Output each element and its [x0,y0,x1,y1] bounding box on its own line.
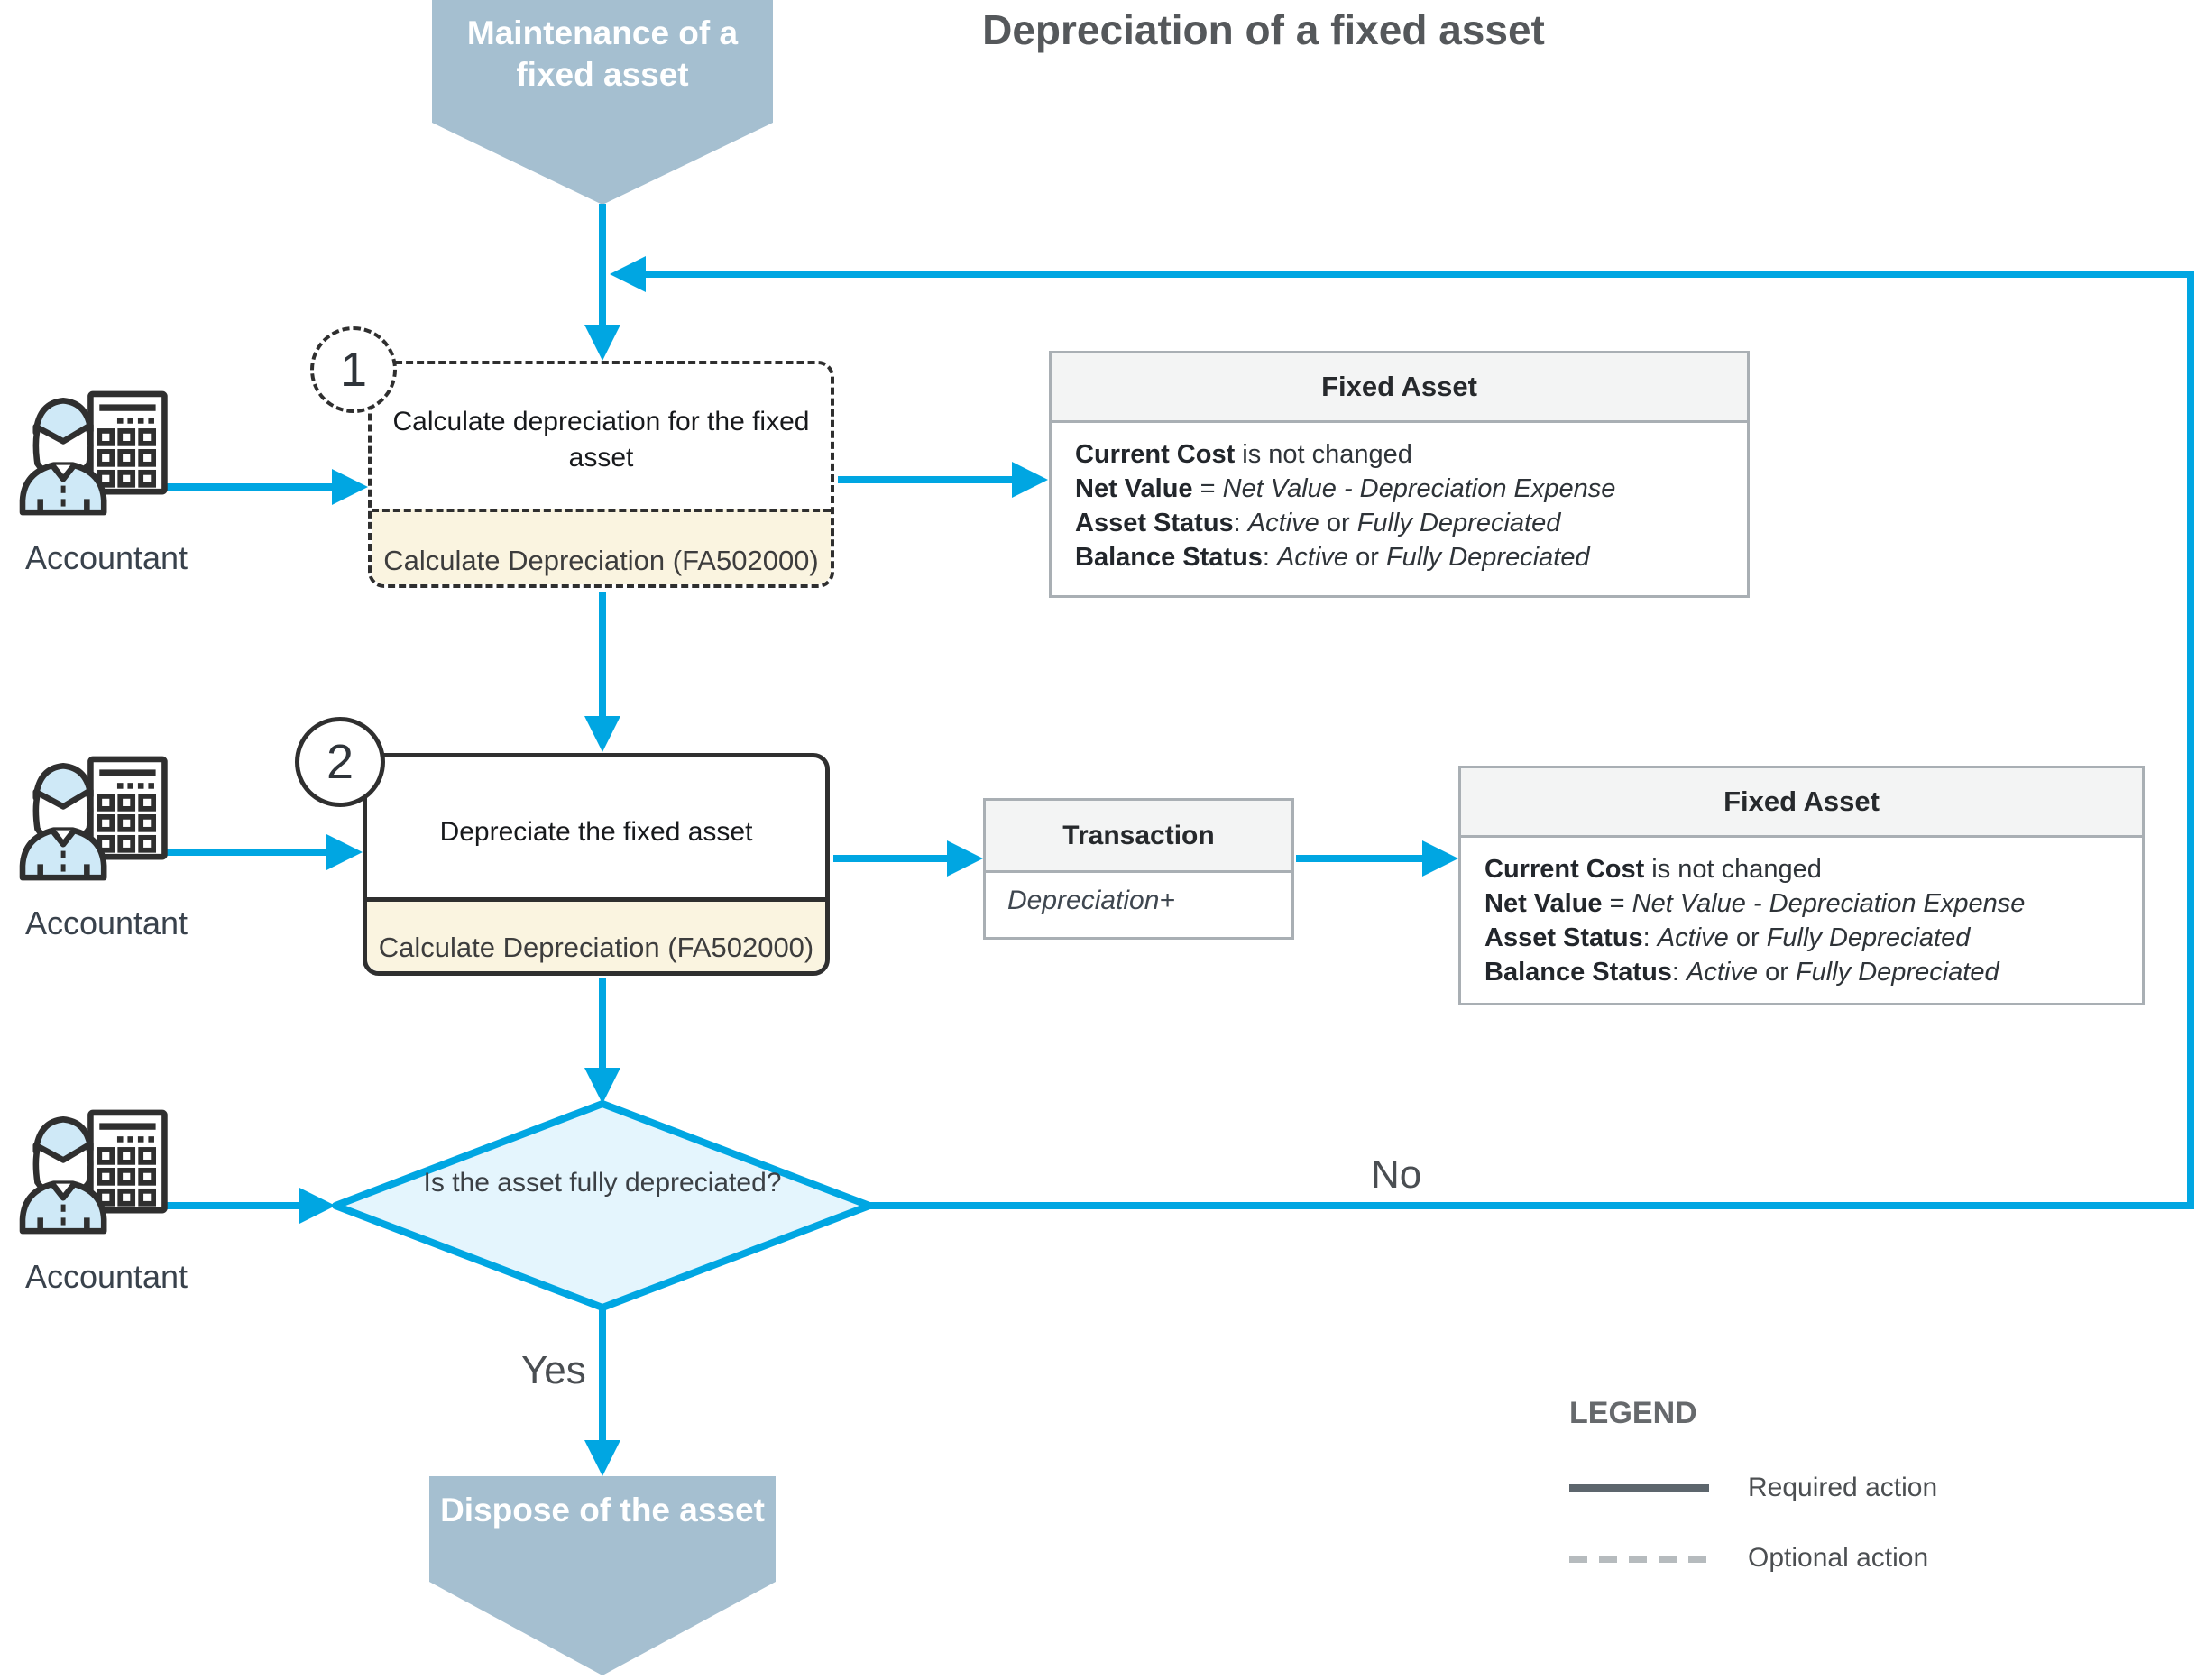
step2-screen-link[interactable]: Calculate Depreciation (FA502000) [367,897,825,971]
step2-box: Depreciate the fixed asset Calculate Dep… [363,753,830,976]
step2-action: Depreciate the fixed asset [439,816,753,847]
transaction-entry: Depreciation+ [1007,886,1175,915]
accountant-icon [23,394,164,512]
step1-action: Calculate depreciation for the fixed ass… [392,407,810,473]
transaction-card: Transaction Depreciation+ [983,798,1294,940]
accountant-label: Accountant [24,539,188,576]
decision-diamond-shape [332,1100,873,1311]
arrow-no-loop-back [610,256,2194,1209]
start-banner-label: Maintenance of a fixed asset [466,14,739,93]
end-banner-shape [429,1476,776,1675]
legend-optional-label: Optional action [1748,1543,1929,1573]
step1-box: Calculate depreciation for the fixed ass… [368,361,834,588]
end-banner-label: Dispose of the asset [440,1492,765,1529]
fa-line: Current Cost is not changed [1484,855,1822,884]
fa-line: Asset Status: Active or Fully Depreciate… [1075,509,1561,537]
fa-line: Net Value = Net Value - Depreciation Exp… [1075,474,1616,503]
step1-number-badge: 1 [310,326,397,413]
legend-optional-line [1569,1556,1709,1563]
edge-label-yes: Yes [521,1348,586,1392]
fa-line: Current Cost is not changed [1075,440,1412,469]
fixed-asset-card-title: Fixed Asset [1052,353,1747,423]
accountant-icon [23,1113,164,1231]
step2-number-badge: 2 [295,717,385,807]
fixed-asset-card-2: Fixed Asset Current Cost is not changed … [1458,766,2145,1005]
fa-line: Asset Status: Active or Fully Depreciate… [1484,923,1971,952]
accountant-icon [23,759,164,877]
start-banner-shape [432,0,773,205]
step1-screen-link[interactable]: Calculate Depreciation (FA502000) [372,509,831,584]
fixed-asset-card-title: Fixed Asset [1461,768,2142,838]
fixed-asset-card-body: Current Cost is not changed Net Value = … [1052,423,1747,589]
accountant-label: Accountant [24,1258,188,1295]
legend-required-line [1569,1484,1709,1492]
fa-line: Balance Status: Active or Fully Deprecia… [1075,543,1590,572]
legend-required-label: Required action [1748,1473,1938,1502]
fixed-asset-card-body: Current Cost is not changed Net Value = … [1461,838,2142,1004]
edge-label-no: No [1371,1152,1422,1197]
accountant-label: Accountant [24,904,188,941]
legend-heading: LEGEND [1569,1396,1697,1430]
fixed-asset-card-1: Fixed Asset Current Cost is not changed … [1049,351,1750,598]
transaction-card-title: Transaction [986,801,1291,873]
decision-question: Is the asset fully depreciated? [423,1168,782,1198]
fa-line: Balance Status: Active or Fully Deprecia… [1484,958,1999,987]
page-title: Depreciation of a fixed asset [982,6,1545,53]
fa-line: Net Value = Net Value - Depreciation Exp… [1484,889,2026,918]
